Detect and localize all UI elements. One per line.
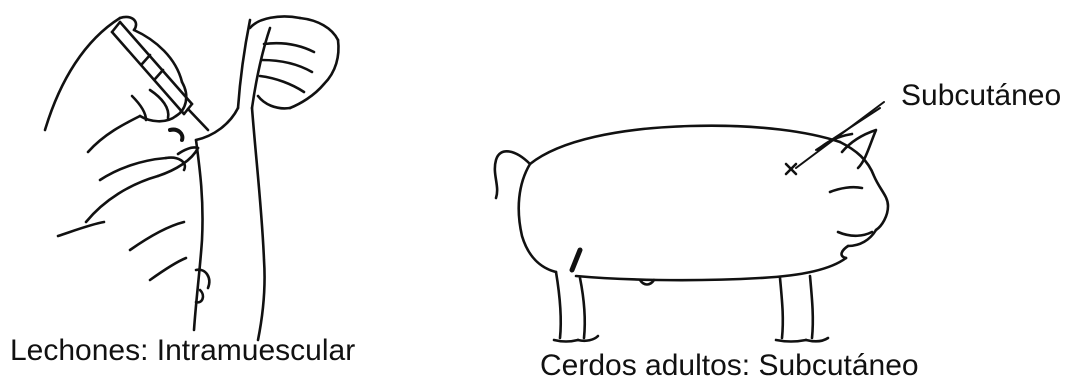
adult-pig-caption: Cerdos adultos: Subcutáneo	[540, 351, 919, 381]
piglet-caption: Lechones: Intramuescular	[10, 336, 355, 366]
piglet-body	[194, 20, 270, 340]
hand-holding-leg	[250, 16, 338, 108]
injection-site-label: Subcutáneo	[901, 81, 1061, 111]
adult-pig-illustration	[495, 102, 888, 342]
piglet-injection-illustration	[45, 16, 338, 340]
shadow-mark	[170, 130, 182, 140]
injection-site-mark	[786, 164, 796, 174]
syringe-icon	[112, 22, 208, 130]
hand-pinching-skin	[58, 147, 198, 280]
